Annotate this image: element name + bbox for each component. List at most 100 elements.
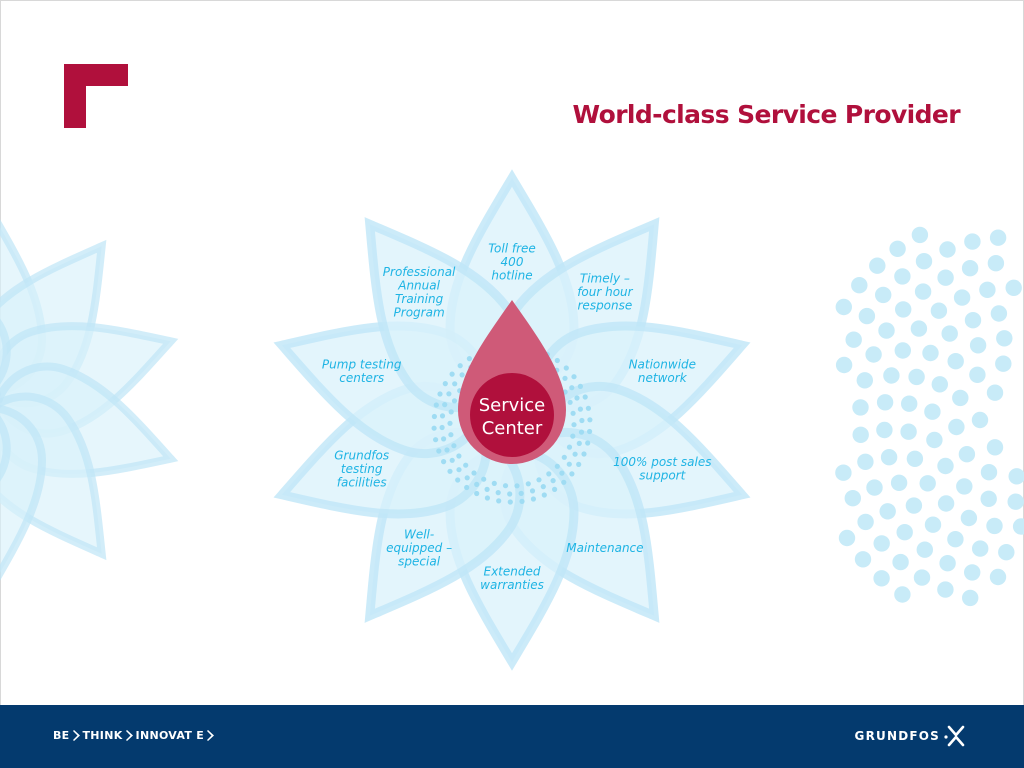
pattern-dot [1007, 493, 1024, 510]
pattern-dot [979, 281, 996, 298]
ring-dot [567, 399, 573, 405]
ring-dot [571, 374, 577, 380]
ring-dot [448, 409, 454, 415]
pattern-dot [892, 553, 909, 571]
ring-dot [563, 365, 569, 371]
petal-label: Toll free [488, 242, 536, 256]
pattern-dot [869, 257, 886, 274]
ring-dot [529, 488, 536, 494]
pattern-dot [852, 399, 869, 416]
ring-dot [581, 451, 587, 457]
ring-dot [433, 402, 439, 408]
ring-dot [502, 483, 509, 489]
ring-dot [464, 475, 470, 481]
pattern-dot [858, 307, 876, 325]
pattern-dot [964, 233, 981, 250]
ring-dot [451, 398, 458, 404]
pattern-dot [883, 367, 900, 384]
pattern-dot [998, 544, 1015, 561]
pattern-dot [986, 384, 1004, 401]
ring-dot [541, 492, 547, 498]
ring-dot [447, 468, 453, 474]
ring-dot [587, 417, 593, 423]
petal-label: Pump testing [322, 357, 402, 371]
grundfos-x-icon [944, 725, 965, 747]
pattern-dot [908, 368, 925, 386]
ring-dot [552, 486, 558, 492]
petal-label: Grundfos [334, 448, 389, 462]
petal-label: Annual [397, 278, 440, 292]
ring-dot [577, 383, 584, 389]
ring-dot [439, 413, 446, 419]
pattern-dot [854, 551, 872, 568]
pattern-dot [900, 423, 917, 440]
ring-dot [442, 381, 448, 387]
pattern-dot [924, 403, 941, 420]
grundfos-logo: GRUNDFOS [855, 725, 968, 747]
pattern-dot [906, 450, 924, 467]
ring-dot [571, 422, 577, 428]
petal-label: hotline [491, 269, 532, 283]
ring-dot [441, 459, 447, 465]
pattern-dot [941, 325, 958, 342]
pattern-dot [916, 541, 933, 558]
ring-dot [463, 462, 469, 468]
petal-label: centers [339, 371, 384, 385]
pattern-dot [851, 277, 868, 294]
ring-dot [444, 447, 450, 453]
pattern-dot [986, 439, 1004, 456]
ring-dot [495, 490, 501, 496]
ring-dot [433, 437, 439, 443]
ring-dot [585, 405, 592, 411]
petal-label: network [638, 371, 688, 385]
pattern-dot [937, 581, 954, 598]
petal-label: support [639, 469, 686, 483]
pattern-dot [971, 411, 989, 429]
ring-dot [562, 375, 568, 381]
ring-dot [576, 440, 582, 446]
pattern-dot [835, 298, 852, 316]
pattern-dot [894, 268, 911, 285]
ring-dot [570, 410, 576, 416]
ring-dot [579, 417, 585, 424]
ring-dot [459, 372, 465, 378]
pattern-dot [857, 513, 874, 531]
pattern-dot [865, 346, 882, 363]
pattern-dot [889, 240, 906, 257]
footer-slogan: BE THINK INNOVAT E [53, 729, 215, 742]
petal-label: Nationwide [629, 357, 696, 371]
ring-dot [559, 470, 565, 476]
pattern-dot [876, 394, 894, 411]
pattern-dot [1012, 518, 1024, 535]
ring-dot [436, 448, 442, 454]
pattern-dot [958, 446, 976, 463]
pattern-dot [937, 457, 954, 475]
ring-dot [466, 356, 472, 362]
center-circle [470, 373, 554, 457]
pattern-dot [910, 320, 928, 337]
petal-label: 100% post sales [613, 455, 711, 469]
pattern-dot [852, 426, 869, 443]
pattern-dot [894, 342, 911, 359]
ring-dot [582, 394, 588, 400]
ring-dot [518, 490, 524, 496]
pattern-dot [962, 589, 979, 607]
ring-dot [431, 425, 437, 431]
pattern-dot [905, 497, 923, 514]
pattern-dot [878, 322, 895, 339]
ring-dot [566, 444, 573, 450]
pattern-dot [838, 529, 856, 547]
pattern-dot [926, 431, 943, 449]
pattern-dot [911, 226, 929, 244]
ring-dot [471, 470, 477, 476]
pattern-dot [856, 372, 873, 389]
ring-dot [570, 433, 576, 439]
petal-label: equipped – [386, 541, 452, 555]
petal-label: Training [395, 292, 444, 306]
ring-dot [514, 483, 520, 489]
chevron-right-icon [207, 730, 215, 741]
corner-logo-mark [64, 64, 128, 128]
ring-dot [431, 413, 437, 420]
